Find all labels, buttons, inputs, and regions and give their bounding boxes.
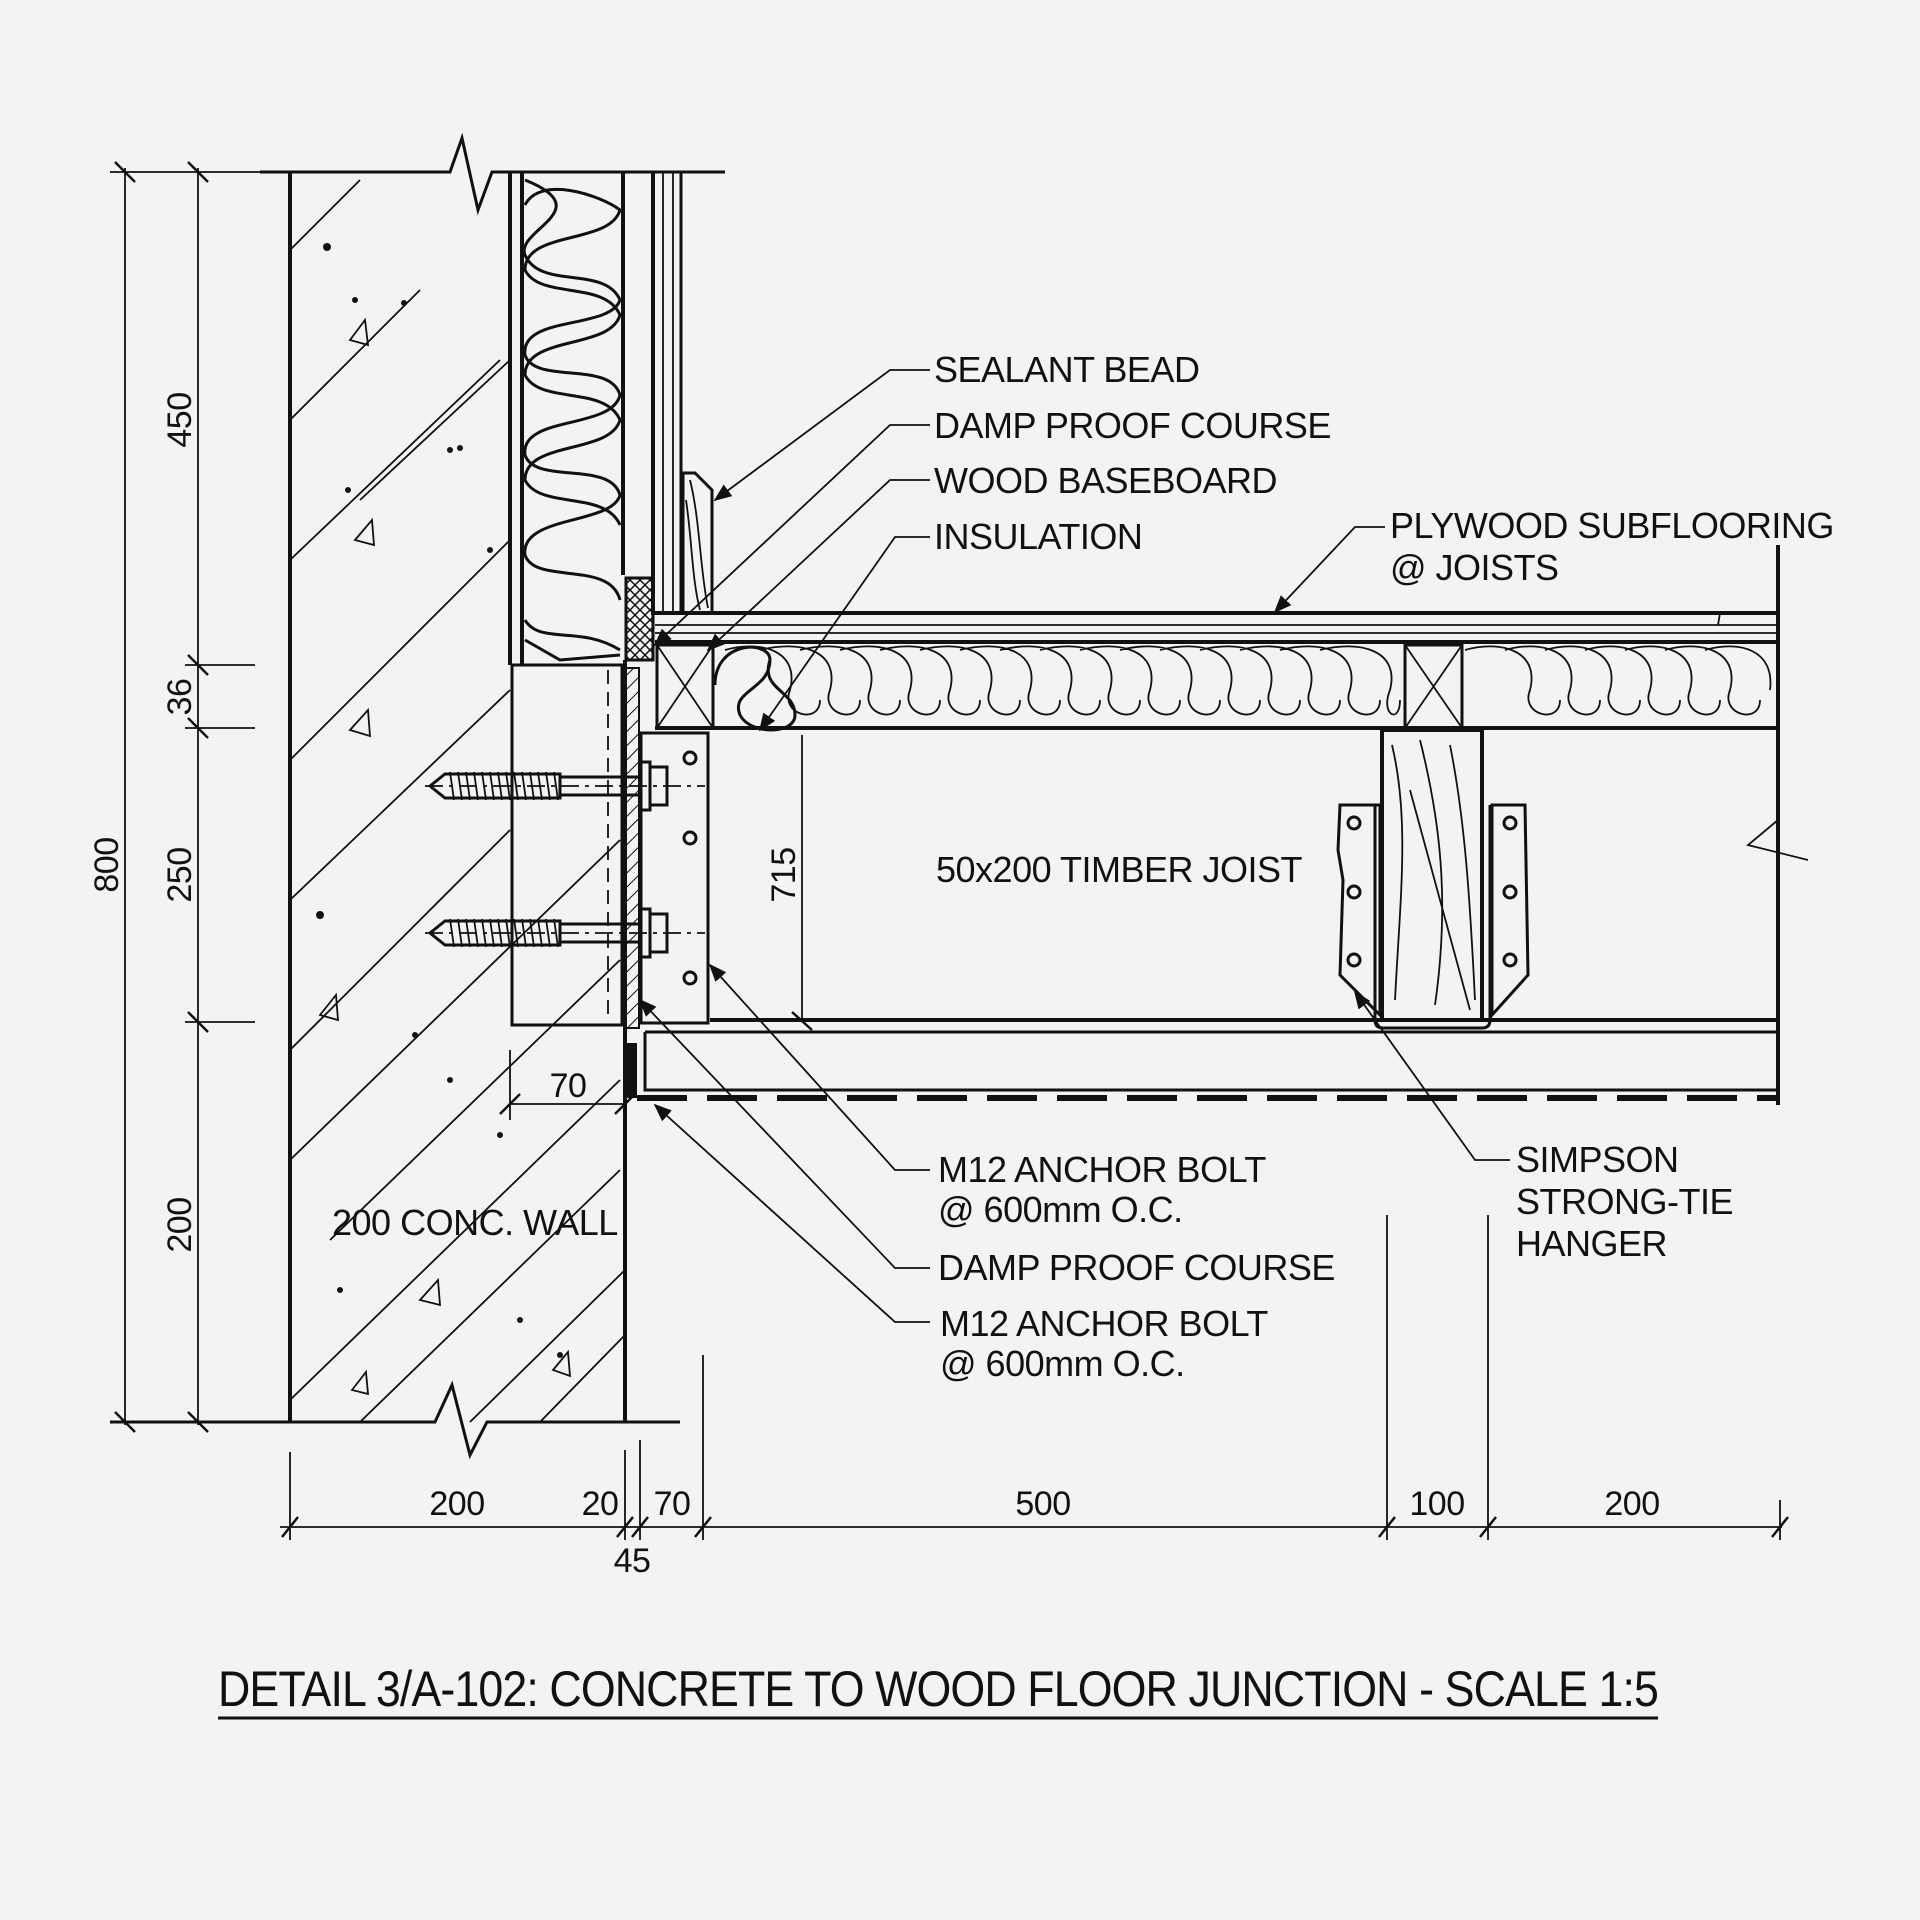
dim-bottom-200-right: 200 (1604, 1485, 1659, 1523)
label-hanger-strong-tie: STRONG-TIE (1516, 1181, 1733, 1222)
dimension-lines (110, 161, 1789, 1540)
dim-joist-715: 715 (765, 847, 803, 902)
label-damp-proof-course-top: DAMP PROOF COURSE (934, 405, 1331, 446)
anchor-bolt-lower (425, 907, 705, 959)
label-anchor-bolt-2-spacing: @ 600mm O.C. (940, 1343, 1185, 1384)
label-hanger-simpson: SIMPSON (1516, 1139, 1679, 1180)
label-concrete-wall: 200 CONC. WALL (332, 1202, 618, 1243)
dim-bottom-100: 100 (1409, 1485, 1464, 1523)
label-plywood-at-joists: @ JOISTS (1390, 547, 1559, 588)
dim-450: 450 (161, 392, 199, 447)
dim-36: 36 (161, 679, 199, 716)
dim-bottom-200: 200 (429, 1485, 484, 1523)
dim-bottom-45: 45 (614, 1542, 651, 1580)
bracket-plate (639, 731, 710, 1025)
drawing-title: DETAIL 3/A-102: CONCRETE TO WOOD FLOOR J… (218, 1661, 1658, 1717)
dim-bottom-70: 70 (654, 1485, 691, 1523)
dim-bottom-20: 20 (582, 1485, 619, 1523)
label-sealant-bead: SEALANT BEAD (934, 349, 1199, 390)
dim-250: 250 (161, 847, 199, 902)
damp-proof-course-vertical (624, 667, 640, 1029)
label-plywood-subflooring: PLYWOOD SUBFLOORING (1390, 505, 1834, 546)
label-damp-proof-course-bottom: DAMP PROOF COURSE (938, 1247, 1335, 1288)
anchor-bolt-upper (425, 760, 705, 812)
plywood-subfloor (655, 611, 1780, 644)
label-timber-joist: 50x200 TIMBER JOIST (936, 849, 1302, 890)
label-wood-baseboard: WOOD BASEBOARD (934, 460, 1277, 501)
label-anchor-bolt-1: M12 ANCHOR BOLT (938, 1149, 1266, 1190)
label-hanger: HANGER (1516, 1223, 1667, 1264)
label-insulation: INSULATION (934, 516, 1142, 557)
dim-overall-800: 800 (88, 837, 126, 892)
wood-baseboard (681, 471, 714, 615)
floor-insulation (655, 545, 1780, 1105)
dim-ledger-70: 70 (550, 1067, 587, 1105)
ledger-board (510, 663, 624, 1027)
drywall-layers (651, 172, 683, 615)
joist-hanger (1336, 728, 1530, 1030)
damp-proof-course-horizontal (623, 1030, 1780, 1422)
timber-joist (643, 819, 1809, 1092)
label-anchor-bolt-2: M12 ANCHOR BOLT (940, 1303, 1268, 1344)
dim-200-left: 200 (161, 1197, 199, 1252)
sealant-bead (624, 576, 655, 662)
leader-lines (638, 369, 1510, 1323)
dim-bottom-500: 500 (1015, 1485, 1070, 1523)
label-anchor-bolt-1-spacing: @ 600mm O.C. (938, 1189, 1183, 1230)
wall-insulation (500, 170, 725, 665)
